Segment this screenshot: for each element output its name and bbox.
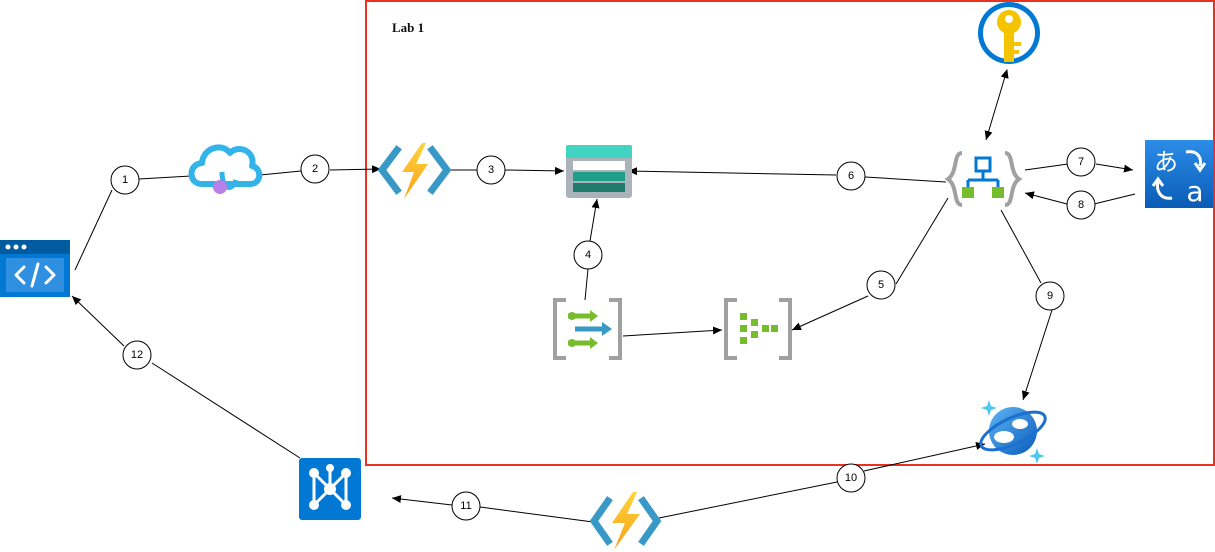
edge-2a [259,170,302,176]
step-7: 7 [1066,147,1096,177]
edge-3b [504,166,565,175]
step-9: 9 [1035,281,1065,311]
edge-8b [1024,191,1068,205]
edge-11a [479,506,594,523]
edge-9b [1021,309,1053,401]
translator-icon: あ a [1145,140,1213,208]
edge-keyvault [984,69,1009,141]
lab-label: Lab 1 [392,20,424,35]
edge-9a [1000,209,1042,284]
code-window-icon [0,240,70,297]
svg-text:3: 3 [488,164,494,176]
svg-text:a: a [1186,175,1203,208]
edge-12a [151,362,301,459]
edge-2b [329,165,382,174]
step-2: 2 [300,154,330,184]
svg-text:4: 4 [585,249,591,261]
edge-4b [589,198,600,242]
stream-analytics-icon [553,298,622,360]
edge-8a [1093,193,1136,205]
logic-app-icon [944,151,1023,207]
edge-10a [658,481,838,519]
svg-text:2: 2 [312,163,318,175]
edge-7a [1024,163,1069,171]
cloud-event-grid-icon [188,144,263,194]
step-1: 1 [110,165,140,195]
key-vault-icon [978,2,1040,64]
signalr-network-icon [299,458,361,520]
svg-text:12: 12 [131,349,143,361]
azure-function-lightning-icon [589,492,662,550]
edge-1b [138,175,192,180]
svg-text:11: 11 [460,500,471,512]
azure-function-lightning-icon [377,143,452,199]
step-5: 5 [866,270,896,300]
step-11: 11 [451,491,481,521]
step-12: 12 [122,340,152,370]
step-3: 3 [476,155,506,185]
edge-5a [895,197,949,285]
svg-text:6: 6 [848,170,854,182]
edge-11b [391,495,453,506]
svg-text:1: 1 [122,174,128,186]
step-8: 8 [1066,190,1096,220]
edge-6b [627,167,837,176]
edge-5b [791,295,869,331]
edge-10b [863,442,986,472]
edge-12b [71,295,125,347]
step-6: 6 [836,161,866,191]
svg-text:あ: あ [1154,148,1178,176]
edge-6a [864,176,947,183]
event-hub-icon [724,298,792,360]
edge-sa-eh [622,326,723,337]
cosmos-db-icon [979,400,1047,464]
edge-1 [74,189,113,271]
svg-text:8: 8 [1078,199,1084,211]
svg-text:9: 9 [1047,290,1053,302]
edge-4a [584,268,589,301]
svg-text:7: 7 [1078,156,1084,168]
svg-text:10: 10 [845,472,857,484]
svg-text:5: 5 [878,279,884,291]
edge-7b [1095,163,1134,173]
step-4: 4 [573,240,603,270]
step-10: 10 [836,463,866,493]
lab-boundary [365,0,1215,466]
storage-table-icon [566,145,632,198]
